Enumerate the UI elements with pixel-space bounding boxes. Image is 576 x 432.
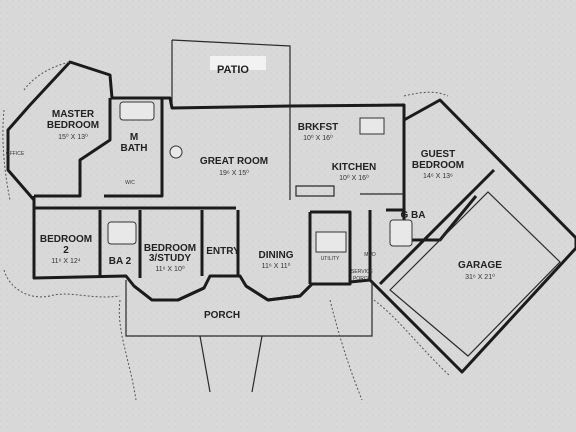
brkfst-dim: 10⁰ X 16⁰ (303, 134, 333, 142)
bedroom2-label-1: BEDROOM (40, 234, 92, 245)
patio-label-patch (210, 56, 266, 70)
master-bedroom-dim: 15⁰ X 13⁰ (58, 133, 88, 141)
guest-bedroom-label-2: BEDROOM (412, 160, 464, 171)
bedroom3-dim: 11⁶ X 10⁰ (155, 265, 184, 273)
patio-label: PATIO (217, 64, 249, 76)
kitchen-island (295, 185, 335, 197)
shrub-porch-left (118, 299, 137, 401)
great-room-column (169, 145, 183, 159)
great-room-dim: 19⁶ X 15⁰ (219, 169, 249, 177)
shrub-far-left (2, 109, 11, 201)
kitchen-counter-lines (289, 106, 404, 200)
bedroom3-bay-window (133, 284, 205, 302)
garage-slab (389, 191, 561, 357)
brkfst-label: BRKFST (298, 122, 339, 133)
guest-bedroom-dim: 14⁶ X 13⁶ (423, 173, 453, 180)
great-room-label: GREAT ROOM (200, 156, 268, 167)
kitchen-dim: 10⁰ X 16⁰ (339, 174, 369, 182)
patio-outline (171, 39, 291, 108)
shrub-porch-right (329, 299, 363, 401)
master-bedroom-wall (34, 98, 112, 198)
dining-bay-window (245, 282, 314, 302)
kitchen-island-sink (359, 117, 385, 135)
g-ba-label: G BA (401, 210, 426, 221)
garage-dim: 31⁶ X 21⁰ (465, 273, 495, 281)
wic-master-label: W/C (125, 180, 135, 186)
master-bedroom-label-1: MASTER (52, 109, 95, 120)
house-exterior-wall (6, 60, 576, 374)
bedroom2-dim: 11⁶ X 12⁴ (51, 258, 81, 265)
utility-wall (310, 210, 352, 284)
bedroom3-label-2: 3/STUDY (149, 253, 192, 264)
porch-walk (199, 335, 263, 393)
service-porch-label-1: SERVICE (351, 269, 374, 275)
m-bath-label-1: M (130, 132, 138, 143)
mud-label: MUD (364, 252, 376, 258)
utility-label: UTILITY (321, 256, 340, 262)
bedroom3-label-1: BEDROOM (144, 243, 196, 254)
dining-dim: 11⁶ X 11⁰ (262, 262, 291, 270)
utility-washer-fixture (315, 231, 347, 253)
porch-outline (125, 280, 373, 337)
shrub-top-right (403, 91, 449, 97)
porch-label: PORCH (204, 310, 240, 321)
master-tub-fixture (119, 101, 155, 121)
entry-label: ENTRY (206, 246, 240, 257)
dining-label: DINING (259, 250, 294, 261)
m-bath-label-2: BATH (120, 143, 147, 154)
master-bath-wall (104, 98, 164, 198)
office-label: OFFICE (6, 151, 25, 157)
service-porch-label-2: PORCH (353, 276, 371, 282)
garage-wall (378, 168, 496, 286)
master-bedroom-label-2: BEDROOM (47, 120, 99, 131)
garage-label: GARAGE (458, 260, 502, 271)
shrub-left (3, 269, 121, 298)
kitchen-label: KITCHEN (332, 162, 376, 173)
bedroom2-label-2: 2 (63, 245, 69, 256)
guest-bedroom-label-1: GUEST (421, 149, 455, 160)
ba2-label: BA 2 (109, 256, 132, 267)
gba-tub-fixture (389, 219, 413, 247)
ba2-tub-fixture (107, 221, 137, 245)
shrub-top-left (23, 61, 71, 91)
